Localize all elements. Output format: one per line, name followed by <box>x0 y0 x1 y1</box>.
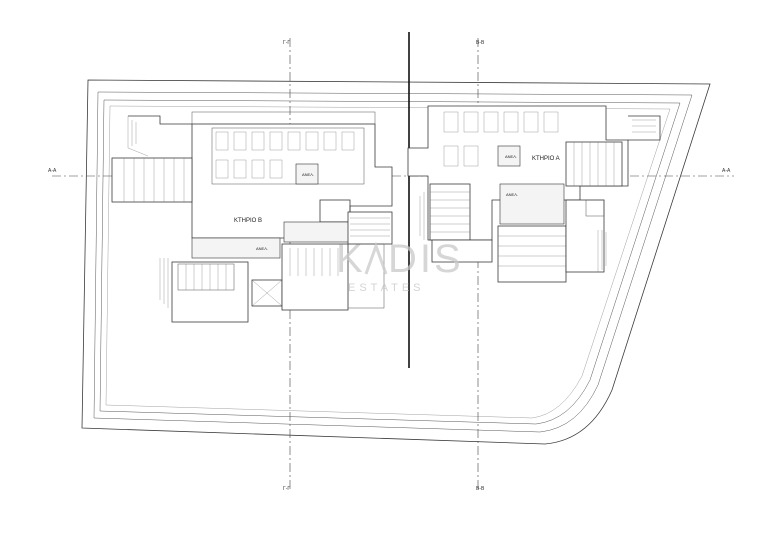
axis-label-alpha-left: Α-Α <box>48 168 57 174</box>
lift-tag-b-top: ΑΝΕΛ. <box>302 172 314 177</box>
watermark-sub: ESTATES <box>348 282 425 294</box>
axis-label-gamma-top: Γ-Γ <box>283 40 290 46</box>
stair-b-bottom-left <box>177 263 235 291</box>
axis-label-alpha-right: Α-Α <box>722 168 731 174</box>
building-b: ΑΝΕΛ. ΚΤΗΡΙΟ Β ΑΝΕΛ. <box>111 111 393 323</box>
lift-a-top <box>497 145 521 167</box>
watermark: K DIS ESTATES <box>336 237 464 294</box>
lift-tag-a-core: ΑΝΕΛ. <box>506 192 518 197</box>
stair-b-left <box>123 158 185 202</box>
lift-a-core <box>499 183 565 225</box>
site-boundary <box>81 79 711 445</box>
watermark-logo-mark <box>364 241 388 275</box>
axis-label-beta-bottom: Β-Β <box>476 486 485 492</box>
stair-a-left <box>429 183 471 241</box>
lift-b-top <box>295 163 319 185</box>
lift-b-corridor <box>191 237 281 259</box>
building-a: ΑΝΕΛ. ΚΤΗΡΙΟ Α ΑΝΕΛ. <box>407 105 661 283</box>
watermark-brand-left: K <box>336 237 366 281</box>
parking-grid-b <box>211 127 365 185</box>
building-b-label: ΚΤΗΡΙΟ Β <box>234 218 262 224</box>
stair-b-center <box>347 211 393 245</box>
building-a-label: ΚΤΗΡΙΟ Α <box>532 156 560 162</box>
axis-labels: Γ-Γ Γ-Γ Β-Β Β-Β Α-Α Α-Α <box>48 40 731 492</box>
stair-a-right <box>565 141 623 187</box>
axis-label-gamma-bottom: Γ-Γ <box>283 486 290 492</box>
axis-label-beta-top: Β-Β <box>476 40 485 46</box>
watermark-brand-right: DIS <box>388 237 464 281</box>
lift-tag-a-top: ΑΝΕΛ. <box>505 154 517 159</box>
ramp-a-bottom <box>497 225 567 283</box>
parking-grid-a <box>443 111 559 167</box>
lift-tag-b-corridor: ΑΝΕΛ. <box>256 246 268 251</box>
ramp-b-center <box>289 248 339 276</box>
